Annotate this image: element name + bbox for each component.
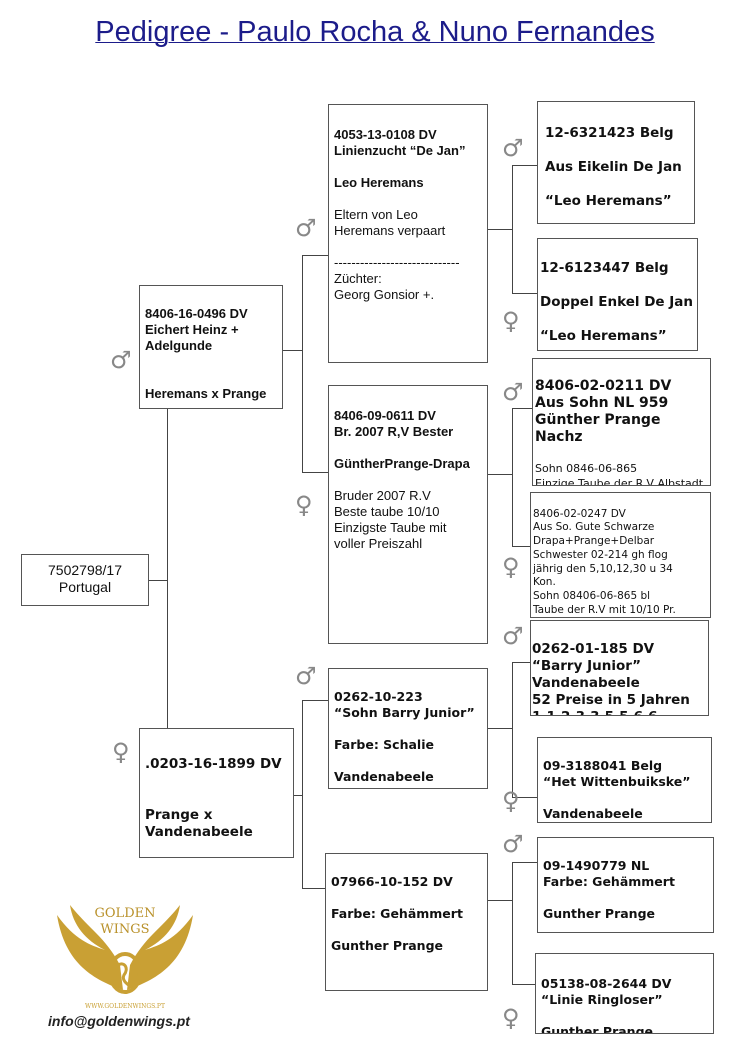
ds-sire-text: 0262-01-185 DV “Barry Junior” Vandenabee… [532,641,690,715]
female-icon: ♀ [295,491,313,519]
connector [512,797,537,798]
connector [512,165,513,293]
female-icon: ♀ [502,307,520,335]
connector [302,700,303,888]
sd-sire-box: 8406-02-0211 DV Aus Sohn NL 959 Günther … [532,358,711,486]
connector [167,408,168,728]
connector [282,350,302,351]
connector [512,984,535,985]
connector [512,408,532,409]
sire-sire-body: Eltern von Leo Heremans verpaart -------… [334,207,460,302]
dd-dam-text: 05138-08-2644 DV “Linie Ringloser” Gunth… [541,976,672,1034]
dam-box: .0203-16-1899 DV Prange x Vandenabeele [139,728,294,858]
globe-icon [108,952,142,994]
ss-sire-text: 12-6321423 Belg Aus Eikelin De Jan “Leo … [545,125,682,209]
ss-dam-text: 12-6123447 Belg Doppel Enkel De Jan “Leo… [540,260,694,344]
connector [512,862,537,863]
root-country: Portugal [58,579,112,595]
connector [302,255,303,472]
connector [487,474,512,475]
connector [512,862,513,984]
connector [148,580,167,581]
dam-dam-text: 07966-10-152 DV Farbe: Gehämmert Gunther… [331,874,463,953]
sd-sire-head: 8406-02-0211 DV Aus Sohn NL 959 Günther … [535,378,672,445]
ds-dam-box: 09-3188041 Belg “Het Wittenbuikske” Vand… [537,737,712,823]
ds-sire-box: 0262-01-185 DV “Barry Junior” Vandenabee… [530,620,709,716]
sire-head: 8406-16-0496 DV Eichert Heinz + Adelgund… [145,306,248,353]
golden-wings-logo: GOLDEN WINGS WWW.GOLDENWINGS.PT [57,905,193,1010]
logo-url: WWW.GOLDENWINGS.PT [85,1003,165,1010]
right-wing-icon [127,905,193,990]
connector [293,795,303,796]
dam-head: .0203-16-1899 DV [145,756,282,772]
logo-line1: GOLDEN [95,906,156,921]
connector [512,662,513,797]
sire-dam-head: 8406-09-0611 DV Br. 2007 R,V Bester Günt… [334,408,470,471]
male-icon: ♂ [110,346,132,374]
female-icon: ♀ [502,553,520,581]
connector [512,662,530,663]
left-wing-icon [57,905,123,990]
connector [512,546,530,547]
dd-dam-box: 05138-08-2644 DV “Linie Ringloser” Gunth… [535,953,714,1034]
connector [302,700,328,701]
connector [512,165,537,166]
sire-sire-box: 4053-13-0108 DV Linienzucht “De Jan” Leo… [328,104,488,363]
dd-sire-text: 09-1490779 NL Farbe: Gehämmert Gunther P… [543,858,675,921]
sire-dam-body: Bruder 2007 R.V Beste taube 10/10 Einzig… [334,488,447,551]
dam-sire-box: 0262-10-223 “Sohn Barry Junior” Farbe: S… [328,668,488,789]
dam-sire-text: 0262-10-223 “Sohn Barry Junior” Farbe: S… [334,689,475,784]
connector [302,255,328,256]
female-icon: ♀ [112,738,130,766]
ss-sire-box: 12-6321423 Belg Aus Eikelin De Jan “Leo … [537,101,695,224]
female-icon: ♀ [502,1004,520,1032]
root-pigeon-box: 7502798/17 Portugal [21,554,149,606]
dd-sire-box: 09-1490779 NL Farbe: Gehämmert Gunther P… [537,837,714,933]
connector [302,888,325,889]
female-icon: ♀ [502,787,520,815]
connector [512,408,513,546]
connector [302,472,328,473]
ds-dam-text: 09-3188041 Belg “Het Wittenbuikske” Vand… [543,758,691,821]
male-icon: ♂ [502,378,524,406]
ss-dam-box: 12-6123447 Belg Doppel Enkel De Jan “Leo… [537,238,698,351]
page-title: Pedigree - Paulo Rocha & Nuno Fernandes [95,16,655,48]
dam-dam-box: 07966-10-152 DV Farbe: Gehämmert Gunther… [325,853,488,991]
dam-body: Prange x Vandenabeele [145,807,253,840]
male-icon: ♂ [502,134,524,162]
male-icon: ♂ [295,214,317,242]
sire-box: 8406-16-0496 DV Eichert Heinz + Adelgund… [139,285,283,409]
sd-dam-box: 8406-02-0247 DV Aus So. Gute Schwarze Dr… [530,492,711,618]
connector [487,900,512,901]
sd-dam-text: 8406-02-0247 DV Aus So. Gute Schwarze Dr… [533,507,676,616]
logo-line2: WINGS [100,922,149,937]
male-icon: ♂ [502,830,524,858]
sire-dam-box: 8406-09-0611 DV Br. 2007 R,V Bester Günt… [328,385,488,644]
contact-email[interactable]: info@goldenwings.pt [48,1013,190,1029]
sire-body: Heremans x Prange [145,386,267,401]
sire-sire-head: 4053-13-0108 DV Linienzucht “De Jan” Leo… [334,127,466,190]
male-icon: ♂ [295,662,317,690]
connector [512,293,537,294]
root-ring: 7502798/17 [48,562,122,578]
connector [487,229,512,230]
connector [487,728,512,729]
sd-sire-body: Sohn 0846-06-865 Einzige Taube der R.V A… [535,462,704,486]
male-icon: ♂ [502,622,524,650]
